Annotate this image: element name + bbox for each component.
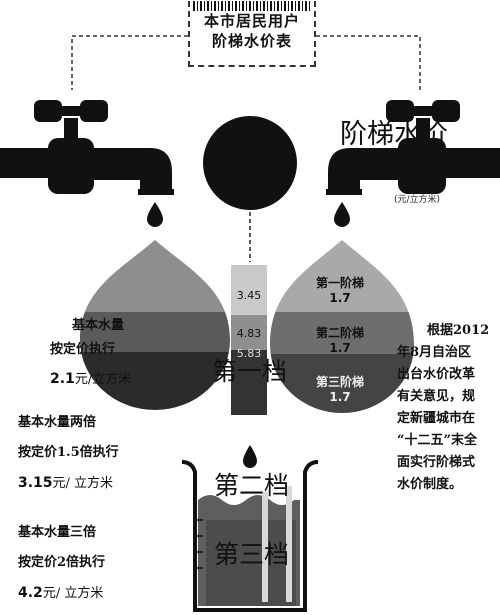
left-info-3-line1: 基本水量三倍 — [18, 525, 97, 540]
left-info-1-price: 2.1 — [50, 371, 75, 387]
left-small-drop-icon — [147, 202, 163, 227]
heading: 阶梯水价 — [340, 119, 448, 150]
left-info-2-line2: 按定价1.5倍执行 — [18, 445, 119, 460]
left-info-3-line2: 按定价2倍执行 — [18, 555, 106, 570]
center-drop-icon — [243, 445, 257, 468]
right-drop-value-3: 1.7 — [329, 390, 351, 404]
note-line: 水价制度。 — [397, 477, 463, 492]
right-drop-name-3: 第三阶梯 — [315, 375, 364, 389]
left-info-3-price: 4.2 — [18, 585, 43, 601]
left-info-1-line2: 按定价执行 — [50, 342, 116, 357]
center-bar — [231, 265, 267, 415]
right-small-drop-icon — [334, 202, 350, 227]
right-faucet-icon — [326, 100, 500, 195]
left-info-3-unit: 元/ 立方米 — [42, 586, 104, 601]
tier-label-2: 第二档 — [214, 471, 290, 500]
note-line: 定新疆城市在 — [397, 411, 476, 426]
right-drop-label-2: 第二阶梯 1.7 — [300, 326, 380, 356]
left-info-1-unit: 元/立方米 — [74, 372, 132, 387]
note-line: 年8月自治区 — [397, 345, 472, 360]
title-line1: 本市居民用户 — [203, 12, 300, 30]
left-faucet-icon — [0, 100, 174, 195]
bar-value-3: 5.83 — [236, 347, 262, 360]
bar-value-1: 3.45 — [236, 289, 262, 302]
left-info-2-price: 3.15 — [18, 475, 53, 491]
barcode-decoration — [193, 1, 311, 11]
title-box: 本市居民用户 阶梯水价表 — [188, 1, 316, 67]
right-drop-value-2: 1.7 — [329, 341, 351, 355]
left-info-1-line1: 基本水量 — [72, 318, 125, 333]
right-drop-name-2: 第二阶梯 — [315, 326, 364, 340]
left-info-1: 基本水量 按定价执行 2.1元/立方米 — [50, 314, 232, 387]
right-drop-name-1: 第一阶梯 — [315, 276, 364, 290]
tier-label-3: 第三档 — [214, 540, 290, 569]
bar-value-2: 4.83 — [236, 327, 262, 340]
right-drop-label-3: 第三阶梯 1.7 — [300, 375, 380, 405]
note-line: 出台水价改革 — [397, 367, 476, 382]
tier-label-1: 第一档 — [212, 357, 288, 386]
title-line2: 阶梯水价表 — [211, 32, 292, 50]
left-info-3: 基本水量三倍 按定价2倍执行 4.2元/ 立方米 — [18, 518, 198, 601]
policy-note: 根据2012 年8月自治区 出台水价改革 有关意见，规 定新疆城市在 “十二五”… — [397, 320, 497, 496]
note-line: 根据2012 — [427, 323, 490, 338]
left-info-2: 基本水量两倍 按定价1.5倍执行 3.15元/ 立方米 — [18, 408, 198, 491]
beaker-icon — [181, 460, 319, 612]
left-info-2-unit: 元/ 立方米 — [52, 476, 114, 491]
left-info-2-line1: 基本水量两倍 — [18, 415, 97, 430]
unit-label: (元/立方米) — [394, 195, 441, 205]
note-line: “十二五”末全 — [397, 433, 477, 448]
right-drop-label-1: 第一阶梯 1.7 — [300, 276, 380, 306]
right-drop-value-1: 1.7 — [329, 291, 351, 305]
center-circle — [203, 116, 297, 210]
note-line: 面实行阶梯式 — [397, 455, 476, 470]
note-line: 有关意见，规 — [397, 389, 476, 404]
